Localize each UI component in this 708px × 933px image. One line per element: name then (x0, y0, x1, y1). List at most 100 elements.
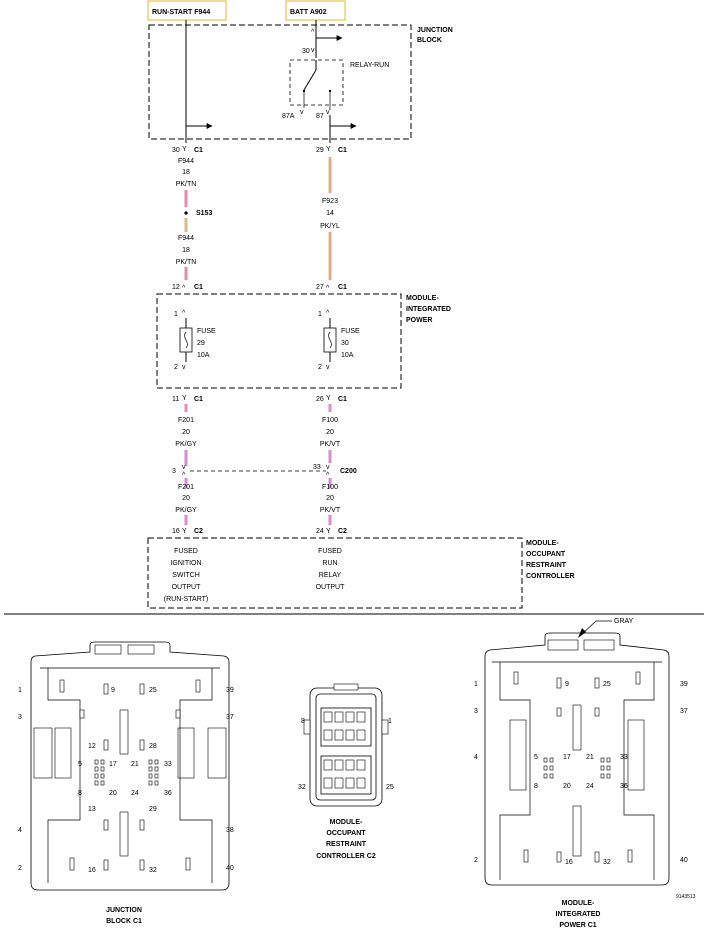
svg-text:Y: Y (326, 146, 331, 153)
svg-text:INTEGRATED: INTEGRATED (556, 911, 601, 918)
svg-text:30: 30 (302, 48, 310, 55)
svg-text:14: 14 (326, 210, 334, 217)
svg-text:5: 5 (78, 761, 82, 768)
svg-text:^: ^ (311, 29, 315, 36)
svg-text:^: ^ (326, 285, 330, 292)
svg-text:20: 20 (326, 429, 334, 436)
svg-text:24: 24 (316, 528, 324, 535)
svg-text:29: 29 (149, 806, 157, 813)
svg-text:OUTPUT: OUTPUT (172, 584, 202, 591)
svg-text:39: 39 (226, 687, 234, 694)
svg-text:21: 21 (586, 754, 594, 761)
relay-run: 30 ^ v RELAY-RUN 87A 87 v v (282, 20, 389, 143)
wire-f923: F923 14 PK/YL (320, 157, 340, 280)
svg-text:Y: Y (182, 146, 187, 153)
svg-text:RELAY-RUN: RELAY-RUN (350, 62, 389, 69)
svg-text:JUNCTION: JUNCTION (106, 907, 142, 914)
svg-text:v: v (182, 364, 186, 371)
occupant-restraint-controller: MODULE- OCCUPANT RESTRAINT CONTROLLER FU… (147, 537, 575, 609)
wire-f201-lower: F201 20 PK/GY (175, 478, 197, 525)
svg-text:MODULE-: MODULE- (330, 819, 363, 826)
svg-text:F201: F201 (178, 484, 194, 491)
c1-top: 30 Y C1 29 Y C1 (172, 146, 347, 154)
svg-text:3: 3 (18, 714, 22, 721)
c200-connector: 3 v ^ 33 v ^ C200 (172, 464, 357, 479)
svg-text:16: 16 (565, 859, 573, 866)
svg-text:87: 87 (316, 113, 324, 120)
svg-text:2: 2 (18, 865, 22, 872)
svg-text:JUNCTION: JUNCTION (417, 27, 453, 34)
mip-c1-out: 11 Y C1 26 Y C1 (172, 395, 347, 403)
svg-text:F944: F944 (178, 235, 194, 242)
svg-text:PK/GY: PK/GY (175, 507, 197, 514)
svg-text:28: 28 (149, 743, 157, 750)
svg-text:20: 20 (563, 783, 571, 790)
svg-text:1: 1 (318, 311, 322, 318)
svg-text:OCCUPANT: OCCUPANT (326, 830, 366, 837)
fuse-29: 1 ^ 2 v FUSE 29 10A (174, 310, 216, 371)
svg-text:12: 12 (172, 284, 180, 291)
svg-text:OUTPUT: OUTPUT (316, 584, 346, 591)
svg-text:5: 5 (534, 754, 538, 761)
svg-text:20: 20 (182, 429, 190, 436)
svg-text:PK/TN: PK/TN (176, 259, 197, 266)
svg-text:FUSE: FUSE (341, 328, 360, 335)
svg-text:F923: F923 (322, 198, 338, 205)
svg-text:v: v (326, 364, 330, 371)
mip-c1-in: 12 ^ C1 27 ^ C1 (172, 284, 347, 292)
svg-text:v: v (311, 47, 315, 54)
wire-f944-upper: F944 18 PK/TN S153 (176, 158, 212, 232)
svg-text:F100: F100 (322, 417, 338, 424)
svg-text:FUSED: FUSED (174, 548, 198, 555)
svg-text:CONTROLLER: CONTROLLER (526, 573, 575, 580)
source-batt: BATT A902 (285, 0, 346, 21)
svg-text:^: ^ (182, 472, 186, 479)
svg-text:PK/VT: PK/VT (320, 441, 341, 448)
wire-f944-lower: F944 18 PK/TN (176, 235, 197, 280)
svg-text:36: 36 (620, 783, 628, 790)
svg-text:25: 25 (386, 784, 394, 791)
svg-text:^: ^ (326, 310, 330, 317)
svg-text:10A: 10A (341, 352, 354, 359)
svg-text:24: 24 (131, 790, 139, 797)
svg-text:20: 20 (182, 495, 190, 502)
svg-text:C1: C1 (338, 147, 347, 154)
svg-text:27: 27 (316, 284, 324, 291)
svg-text:18: 18 (182, 247, 190, 254)
svg-text:9: 9 (111, 687, 115, 694)
svg-text:RUN-START F944: RUN-START F944 (152, 9, 210, 16)
svg-text:F944: F944 (178, 158, 194, 165)
svg-text:9: 9 (565, 681, 569, 688)
svg-text:2: 2 (174, 364, 178, 371)
svg-text:Y: Y (326, 528, 331, 535)
svg-text:PK/GY: PK/GY (175, 441, 197, 448)
svg-text:1: 1 (388, 718, 392, 725)
svg-text:BLOCK: BLOCK (417, 37, 442, 44)
connector-mip-c1: GRAY 1 9 25 39 3 37 4 5 17 21 33 8 20 24… (474, 618, 688, 929)
connector-orc-c2: 8 1 32 25 MODULE- OCCUPANT RESTRAINT CON… (298, 683, 394, 860)
svg-text:25: 25 (149, 687, 157, 694)
svg-text:8: 8 (534, 783, 538, 790)
svg-text:PK/TN: PK/TN (176, 181, 197, 188)
svg-text:MODULE-: MODULE- (406, 295, 439, 302)
svg-text:MODULE-: MODULE- (562, 900, 595, 907)
svg-text:IGNITION: IGNITION (170, 560, 201, 567)
connector-jb-c1: 1 9 25 39 3 37 12 28 5 17 21 33 8 20 24 … (18, 641, 234, 925)
wire-f100-upper: F100 20 PK/VT (320, 404, 341, 463)
svg-text:RESTRAINT: RESTRAINT (526, 562, 567, 569)
svg-text:33: 33 (164, 761, 172, 768)
svg-text:2: 2 (318, 364, 322, 371)
svg-text:4: 4 (18, 827, 22, 834)
svg-text:38: 38 (226, 827, 234, 834)
svg-text:GRAY: GRAY (614, 618, 634, 625)
svg-text:1: 1 (174, 311, 178, 318)
svg-text:37: 37 (226, 714, 234, 721)
svg-text:26: 26 (316, 396, 324, 403)
svg-text:2: 2 (474, 857, 478, 864)
svg-text:POWER C1: POWER C1 (559, 922, 596, 929)
svg-text:25: 25 (603, 681, 611, 688)
svg-text:10A: 10A (197, 352, 210, 359)
svg-text:FUSE: FUSE (197, 328, 216, 335)
svg-text:39: 39 (680, 681, 688, 688)
